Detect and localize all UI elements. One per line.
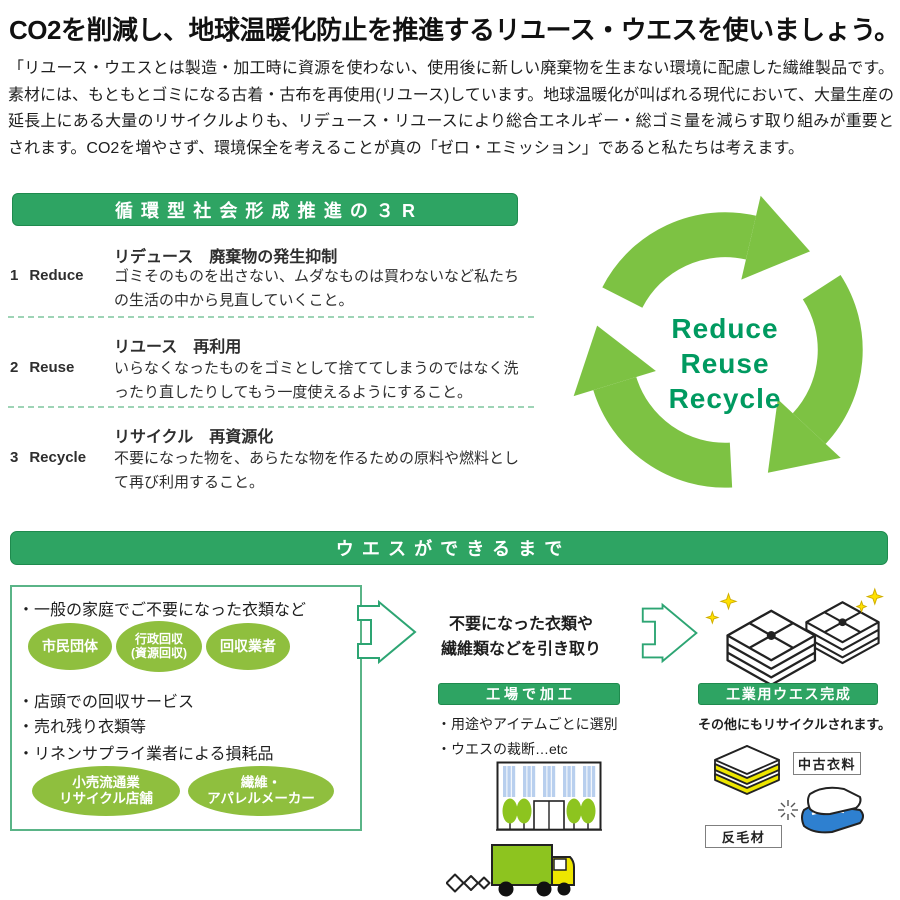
intro-paragraph: 「リユース・ウエスとは製造・加工時に資源を使わない、使用後に新しい廃棄物を生まな…: [8, 60, 894, 157]
badge-label: 小売流通業: [72, 775, 140, 791]
badge-apparel-makers: 繊維・ アパレルメーカー: [188, 766, 334, 816]
badge-government-collection: 行政回収 (資源回収): [116, 621, 202, 672]
label-rewool-text: 反毛材: [721, 830, 766, 845]
r2-number: 2 Reuse: [10, 359, 74, 376]
recycle-arrows-icon: [573, 195, 863, 488]
factory-bullet-cutting: ・ウエスの裁断…etc: [437, 741, 568, 757]
logo-line-reuse: Reuse: [680, 348, 770, 379]
exhaust-puff-icon: [463, 875, 479, 891]
badge-label: (資源回収): [131, 645, 187, 660]
section-header-process-label: ウエスができるまで: [335, 539, 571, 559]
divider: [8, 316, 534, 318]
factory-building-icon: [496, 761, 602, 831]
delivery-truck-icon: [446, 844, 575, 897]
recycle-logo-text: Reduce Reuse Recycle: [558, 311, 892, 416]
r2-desc: いらなくなったものをゴミとして捨ててしまうのではなく洗ったり直したりしてもう一度…: [114, 360, 519, 401]
finished-wipers-header-bar: 工業用ウエス完成: [698, 683, 878, 705]
section-header-3r: 循環型社会形成推進の３R: [12, 193, 518, 226]
badge-label: 繊維・: [240, 775, 282, 791]
r1-title: リデュース 廃棄物の発生抑制: [114, 249, 338, 266]
r1-number: 1 Reduce: [10, 267, 84, 284]
intake-text-line2: 繊維類などを引き取り: [440, 641, 601, 658]
badge-citizen-groups: 市民団体: [28, 623, 112, 670]
logo-line-reduce: Reduce: [671, 313, 779, 344]
badge-collectors: 回収業者: [206, 623, 290, 670]
flow-arrow-right-icon: [641, 602, 698, 664]
label-used-clothing: 中古衣料: [793, 752, 861, 775]
rewool-stack-icon: [714, 745, 780, 795]
r2-title: リユース 再利用: [114, 339, 242, 356]
sparkle-icon: [865, 587, 884, 606]
section-header-process: ウエスができるまで: [10, 531, 888, 565]
section-header-3r-label: 循環型社会形成推進の３R: [114, 200, 424, 221]
cloth-pile-icon: [778, 786, 864, 834]
left-bullet-linen: ・リネンサプライ業者による損耗品: [18, 746, 274, 763]
badge-label: リサイクル店舗: [59, 791, 153, 806]
flow-arrow-right-icon: [357, 599, 417, 665]
r2-en: Reuse: [29, 359, 75, 376]
label-rewool: 反毛材: [705, 825, 782, 848]
divider: [8, 406, 534, 408]
sparkle-icon: [855, 599, 868, 614]
badge-label: 行政回収: [134, 631, 183, 646]
intake-text-line1: 不要になった衣類や: [448, 616, 593, 633]
badge-label: 回収業者: [220, 638, 276, 655]
left-bullet-unsold: ・売れ残り衣類等: [18, 719, 147, 736]
factory-header-bar: 工場で加工: [438, 683, 620, 705]
r1-num: 1: [10, 267, 19, 284]
finished-wipers-header-label: 工業用ウエス完成: [726, 686, 852, 702]
also-recycled-note: その他にもリサイクルされます。: [698, 717, 892, 732]
r2-num: 2: [10, 359, 19, 376]
r1-desc: ゴミそのものを出さない、ムダなものは買わないなど私たちの生活の中から見直していく…: [114, 268, 520, 309]
exhaust-puff-icon: [446, 873, 465, 893]
logo-line-recycle: Recycle: [668, 383, 782, 414]
r1-en: Reduce: [29, 267, 84, 284]
exhaust-puff-icon: [477, 876, 491, 890]
r3-desc: 不要になった物を、あらたな物を作るための原料や燃料として再び利用すること。: [114, 450, 520, 491]
wiper-bales-icon: [705, 587, 884, 686]
r3-num: 3: [10, 449, 19, 466]
r3-title: リサイクル 再資源化: [114, 429, 274, 446]
r3-number: 3 Recycle: [10, 449, 86, 466]
left-bullet-households: ・一般の家庭でご不要になった衣類など: [18, 602, 307, 619]
sparkle-icon: [705, 610, 720, 625]
badge-retail-recycle-shops: 小売流通業 リサイクル店舗: [32, 766, 180, 816]
badge-label: アパレルメーカー: [207, 791, 315, 806]
r3-en: Recycle: [29, 449, 87, 466]
sparkle-icon: [719, 592, 738, 611]
factory-header-label: 工場で加工: [486, 686, 576, 702]
badge-label: 市民団体: [42, 638, 98, 655]
page-title: CO2を削減し、地球温暖化防止を推進するリユース・ウエスを使いましょう。: [9, 15, 900, 45]
left-bullet-storefront: ・店頭での回収サービス: [18, 694, 195, 711]
collection-sources-box: [10, 585, 362, 831]
factory-bullet-sorting: ・用途やアイテムごとに選別: [437, 716, 618, 732]
spark-doodle-icon: [778, 800, 798, 820]
label-used-clothing-text: 中古衣料: [797, 757, 856, 772]
